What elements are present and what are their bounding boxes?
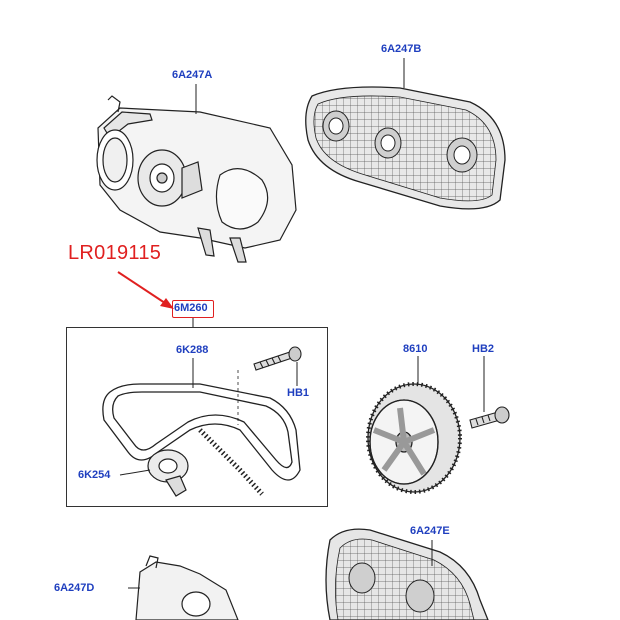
lr-part-number: LR019115 <box>68 242 162 264</box>
leader-6k254 <box>119 469 151 476</box>
callout-6a247e[interactable]: 6A247E <box>410 525 450 537</box>
lower-rear-timing-cover <box>325 528 489 620</box>
callout-hb1[interactable]: HB1 <box>287 387 310 399</box>
timing-belt <box>102 383 301 496</box>
callout-6a247b[interactable]: 6A247B <box>381 43 422 55</box>
tensioner-pulley <box>147 449 189 497</box>
callout-6k288[interactable]: 6K288 <box>176 344 209 356</box>
upper-front-timing-cover <box>96 95 297 263</box>
kit-highlight-box <box>172 300 214 318</box>
upper-rear-timing-cover <box>305 86 506 210</box>
callout-6a247d[interactable]: 6A247D <box>54 582 95 594</box>
red-pointer-arrow <box>117 271 174 309</box>
callout-6k254[interactable]: 6K254 <box>78 469 111 481</box>
callout-6m260[interactable]: 6M260 <box>174 302 208 314</box>
callout-8610[interactable]: 8610 <box>403 343 428 355</box>
bolt-hb1 <box>237 346 302 425</box>
callout-6a247a[interactable]: 6A247A <box>172 69 213 81</box>
kit-contents-box <box>66 327 328 507</box>
camshaft-sprocket <box>366 382 462 494</box>
callout-hb2[interactable]: HB2 <box>472 343 495 355</box>
lower-front-timing-cover <box>135 555 239 620</box>
bolt-hb2 <box>469 406 510 429</box>
